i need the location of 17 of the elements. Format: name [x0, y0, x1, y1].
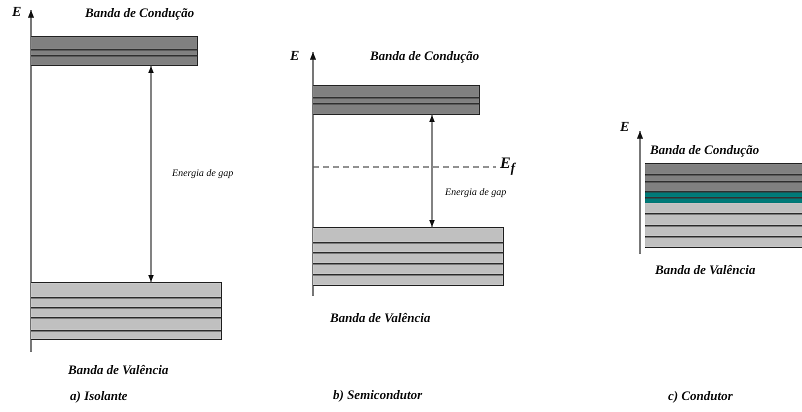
- edge-label: Energia de gap: [172, 168, 234, 179]
- axis-label: E$_{f}$: [500, 155, 516, 176]
- band-label: Banda de Valência: [68, 362, 168, 378]
- panel-caption: c) Condutor: [668, 388, 733, 404]
- axis-label: E: [290, 49, 300, 65]
- band-label: Banda de Valência: [655, 262, 756, 278]
- gap-arrow: [148, 66, 154, 282]
- axis-label: E: [620, 120, 630, 136]
- edge-label: Energia de gap: [445, 187, 506, 198]
- panel-caption: a) Isolante: [70, 388, 128, 404]
- axis-label: E: [12, 5, 22, 21]
- band-label: Banda de Condução: [370, 48, 480, 64]
- band-label: Banda de Valência: [330, 310, 430, 326]
- band-label: Banda de Condução: [85, 5, 194, 21]
- panel-caption: b) Semicondutor: [333, 387, 422, 403]
- gap-arrow: [429, 115, 435, 227]
- band-label: Banda de Condução: [650, 142, 760, 158]
